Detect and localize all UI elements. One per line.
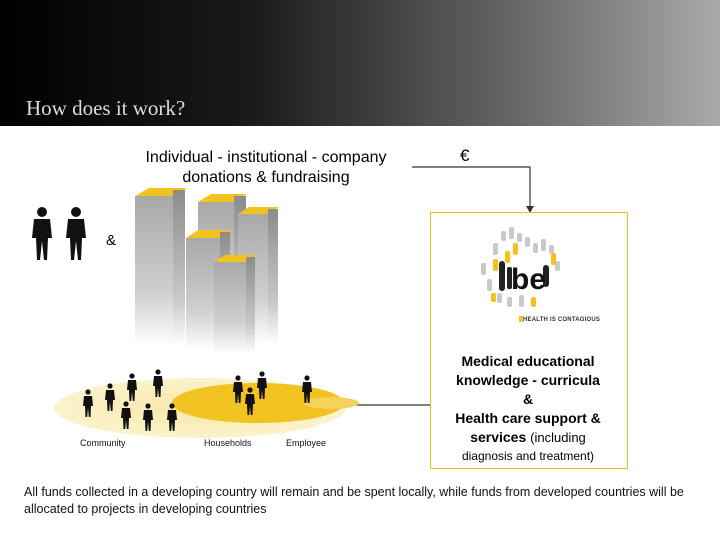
svg-text:be: be: [511, 263, 546, 296]
slide-title: How does it work?: [26, 96, 186, 120]
medical-line-5: services (including: [430, 428, 626, 447]
header-banner: How does it work?: [0, 0, 720, 126]
community-label: Community: [80, 438, 126, 448]
community-people-icons: [83, 369, 177, 431]
footer-note: All funds collected in a developing coun…: [24, 485, 684, 516]
be-logo-icon: be: [481, 227, 560, 322]
donations-line-1: Individual - institutional - company: [145, 149, 387, 166]
households-people-icons: [233, 371, 267, 415]
donations-label: Individual - institutional - company don…: [120, 148, 412, 188]
households-ellipse: [172, 383, 344, 423]
employee-label: Employee: [286, 438, 327, 448]
donor-person-icon: [66, 207, 86, 260]
euro-symbol: €: [460, 146, 470, 165]
medical-line-2: knowledge - curricula: [456, 372, 600, 388]
ampersand-symbol: &: [106, 232, 117, 249]
medical-line-5-main: services: [470, 429, 527, 445]
donations-line-2: donations & fundraising: [182, 169, 350, 186]
logo-tagline: HEALTH IS CONTAGIOUS: [523, 317, 601, 323]
medical-line-4: Health care support &: [455, 410, 601, 426]
employee-ellipse: [303, 397, 359, 409]
medical-line-6: diagnosis and treatment): [461, 449, 595, 463]
donor-person-icon: [32, 207, 52, 260]
medical-line-5-suffix: (including: [530, 430, 586, 445]
flow-line-donations-to-logo: [412, 166, 531, 208]
logo-panel: be HEALTH IS CONTAGIOUS: [430, 212, 628, 469]
arrow-head-down: [526, 206, 534, 213]
households-label: Households: [204, 438, 252, 448]
medical-support-label: Medical educational knowledge - curricul…: [430, 352, 626, 447]
employee-person-icon: [302, 375, 312, 403]
medical-line-1: Medical educational: [461, 353, 595, 369]
medical-line-3: &: [522, 391, 534, 407]
pillar-chart-decoration: [135, 188, 279, 354]
